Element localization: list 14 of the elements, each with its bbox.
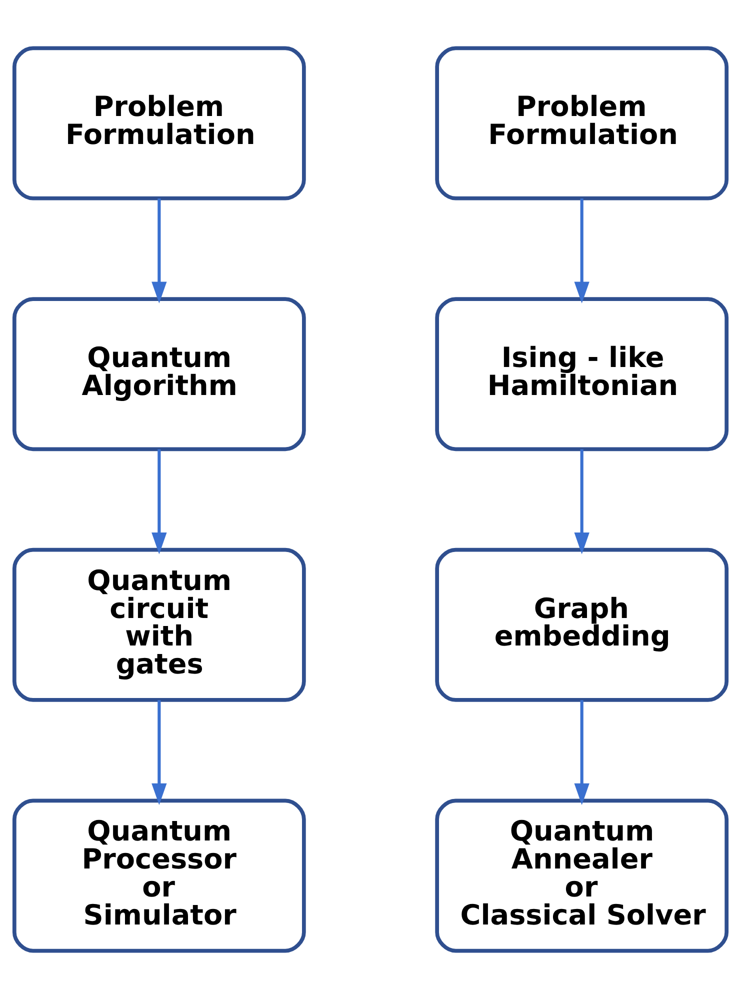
arrow [574, 449, 590, 554]
node-box: Quantum Annealer or Classical Solver [435, 798, 729, 953]
node-box: Problem Formulation [435, 46, 729, 200]
node-box: Ising - like Hamiltonian [435, 297, 729, 452]
arrow [152, 449, 167, 554]
node-box: Quantum Processor or Simulator [12, 798, 306, 953]
node-box: Quantum circuit with gates [12, 548, 306, 702]
node-box: Problem Formulation [12, 46, 306, 200]
arrow [574, 198, 590, 304]
arrow [574, 700, 590, 806]
node-box: Graph embedding [435, 548, 729, 702]
arrow [152, 700, 167, 806]
arrow [152, 198, 167, 304]
node-box: Quantum Algorithm [12, 297, 306, 452]
